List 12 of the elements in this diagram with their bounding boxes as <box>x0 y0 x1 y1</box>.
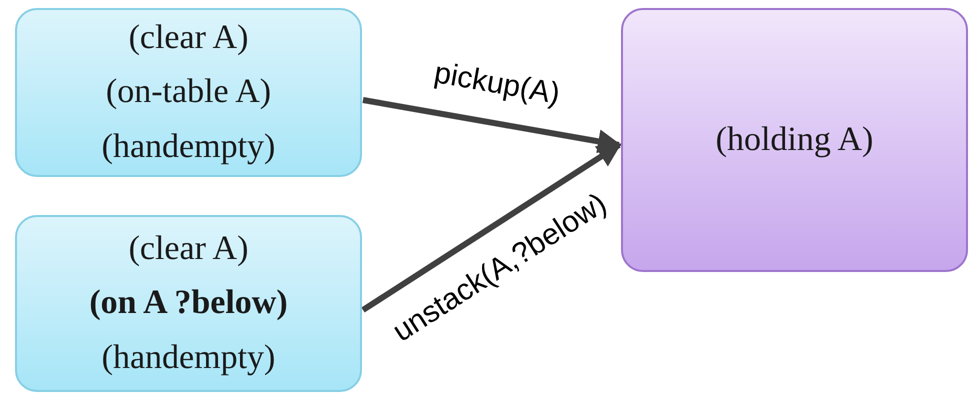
arrow <box>361 142 622 313</box>
state-text: (on A ?below) <box>89 283 288 324</box>
state-box <box>621 8 968 272</box>
state-text: (handempty) <box>102 338 276 378</box>
state-box <box>15 215 362 392</box>
state-text: (clear A) <box>128 18 248 58</box>
state-box <box>15 8 362 177</box>
state-text: (on-table A) <box>106 72 272 112</box>
state-text: (clear A) <box>128 228 248 269</box>
state-text: (holding A) <box>716 120 874 160</box>
arrow <box>362 97 622 154</box>
state-text: (handempty) <box>102 126 276 167</box>
